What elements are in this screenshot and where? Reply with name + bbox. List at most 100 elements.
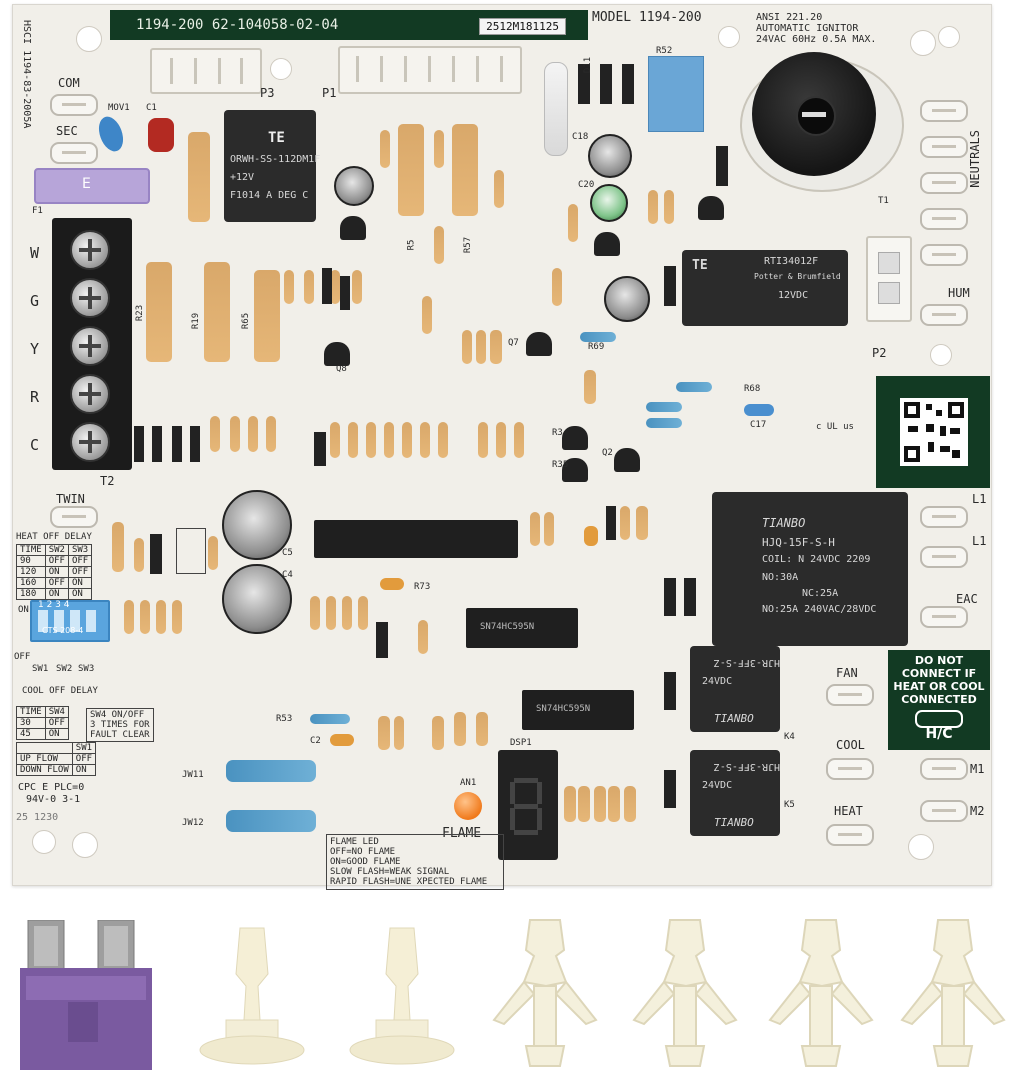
flame-legend-row: ON=GOOD FLAME (330, 857, 401, 867)
heat-terminal[interactable] (826, 824, 874, 846)
hum-terminal[interactable] (920, 304, 968, 326)
board-side-text: HSCI 1194-83-2005A (21, 20, 32, 129)
warning-line: HEAT OR COOL (893, 680, 985, 693)
fan-terminal[interactable] (826, 684, 874, 706)
twin-label: TWIN (56, 492, 85, 506)
dip-numbers: 1 2 3 4 (38, 600, 70, 610)
table-cell: ON (67, 588, 93, 600)
seven-segment-digit (510, 778, 542, 835)
l1-terminal-b[interactable] (920, 546, 968, 568)
transistor-q1 (562, 458, 588, 482)
m1-terminal[interactable] (920, 758, 968, 780)
dip-switch-1[interactable] (38, 610, 48, 632)
mov1-label: MOV1 (108, 103, 130, 113)
cool-terminal[interactable] (826, 758, 874, 780)
resistor-r63 (394, 716, 404, 750)
zener-z3 (176, 528, 206, 574)
table-header: SW4 (44, 706, 69, 718)
terminal-screw-w[interactable] (70, 230, 110, 270)
mounting-hole (938, 26, 960, 48)
dip-switch-s1[interactable]: 1 2 3 4 CTS 208-4 (30, 600, 110, 642)
neutral-terminal[interactable] (920, 136, 968, 158)
neutral-terminal[interactable] (920, 244, 968, 266)
dip-off-label: OFF (14, 652, 31, 662)
m2-terminal[interactable] (920, 800, 968, 822)
resistor-r62 (432, 716, 444, 750)
sw-label: SW3 (78, 664, 95, 674)
capacitor-c22 (590, 184, 628, 222)
k3-rating-3: NO:25A 240VAC/28VDC (762, 604, 877, 615)
refdes-label: R57 (463, 236, 474, 254)
terminal-screw-r[interactable] (70, 374, 110, 414)
resistor-r34 (530, 512, 540, 546)
transistor-q2 (562, 426, 588, 450)
table-cell: ON (44, 728, 69, 740)
neutral-terminal[interactable] (920, 208, 968, 230)
refdes-label: R69 (588, 342, 605, 352)
terminal-screw-c[interactable] (70, 422, 110, 462)
diode-d10 (684, 578, 696, 616)
hc-terminal[interactable] (915, 710, 963, 728)
table-header (16, 742, 73, 754)
refdes-label: R52 (656, 46, 673, 56)
flame-label: FLAME (442, 826, 482, 841)
diode-d6 (314, 432, 326, 466)
table-header: TIME (16, 706, 46, 718)
refdes-label: R65 (241, 312, 252, 330)
l1-terminal-a[interactable] (920, 506, 968, 528)
refdes-label: D11 (583, 56, 594, 74)
k4-label: K4 (784, 732, 795, 742)
resistor-r44 (620, 506, 630, 540)
neutral-terminal[interactable] (920, 172, 968, 194)
thermostat-terminal-block (52, 218, 132, 470)
capacitor-c18 (334, 166, 374, 206)
table-header: TIME (16, 544, 46, 556)
terminal-screw-g[interactable] (70, 278, 110, 318)
c1-label: C1 (146, 103, 157, 113)
capacitor-c20 (648, 56, 704, 132)
table-cell: 180 (16, 588, 46, 600)
refdes-label: JW12 (182, 818, 204, 828)
resistor-r66 (422, 296, 432, 334)
refdes-label: C18 (572, 132, 589, 142)
dsp1-label: DSP1 (510, 738, 532, 748)
dip-brand: CTS 208-4 (42, 626, 84, 635)
p2-label: P2 (872, 346, 887, 360)
connector-p3[interactable] (150, 48, 262, 94)
resistor-r51 (664, 190, 674, 224)
terminal-screw-y[interactable] (70, 326, 110, 366)
table-cell: OFF (44, 717, 69, 729)
dip-switch-4[interactable] (86, 610, 96, 632)
m2-label: M2 (970, 804, 985, 818)
ansi-line-3: 24VAC 60Hz 0.5A MAX. (756, 34, 877, 45)
onboard-fuse[interactable]: E (34, 168, 150, 204)
connector-p2[interactable] (866, 236, 912, 322)
sw4-note-line: FAULT CLEAR (90, 730, 150, 740)
resistor-r69 (580, 332, 616, 342)
resistor-r47 (462, 330, 472, 364)
resistor-r52 (544, 62, 568, 156)
dip-switch-2[interactable] (54, 610, 64, 632)
twin-terminal[interactable] (50, 506, 98, 528)
connector-p1[interactable] (338, 46, 522, 94)
capacitor-c7 (330, 734, 354, 746)
resistor-r70 (490, 330, 502, 364)
dip-switch-3[interactable] (70, 610, 80, 632)
snap-rivet-spacer (196, 924, 308, 1070)
resistor (544, 512, 554, 546)
sw4-note-line: SW4 ON/OFF (90, 710, 145, 720)
neutral-terminal[interactable] (920, 100, 968, 122)
eac-label: EAC (956, 592, 978, 606)
relay-k1: TE ORWH-SS-112DM1F +12V F1014 A DEG C (224, 110, 320, 222)
sec-terminal[interactable] (50, 142, 98, 164)
zener-z1 (376, 622, 388, 658)
eac-terminal[interactable] (920, 606, 968, 628)
t2-label: T2 (100, 474, 115, 488)
diode-d1 (150, 534, 162, 574)
ic-u3-part: SN74HC595N (536, 704, 591, 714)
diode-d16 (600, 64, 612, 104)
k4-voltage: 24VDC (702, 676, 733, 687)
com-terminal[interactable] (50, 94, 98, 116)
